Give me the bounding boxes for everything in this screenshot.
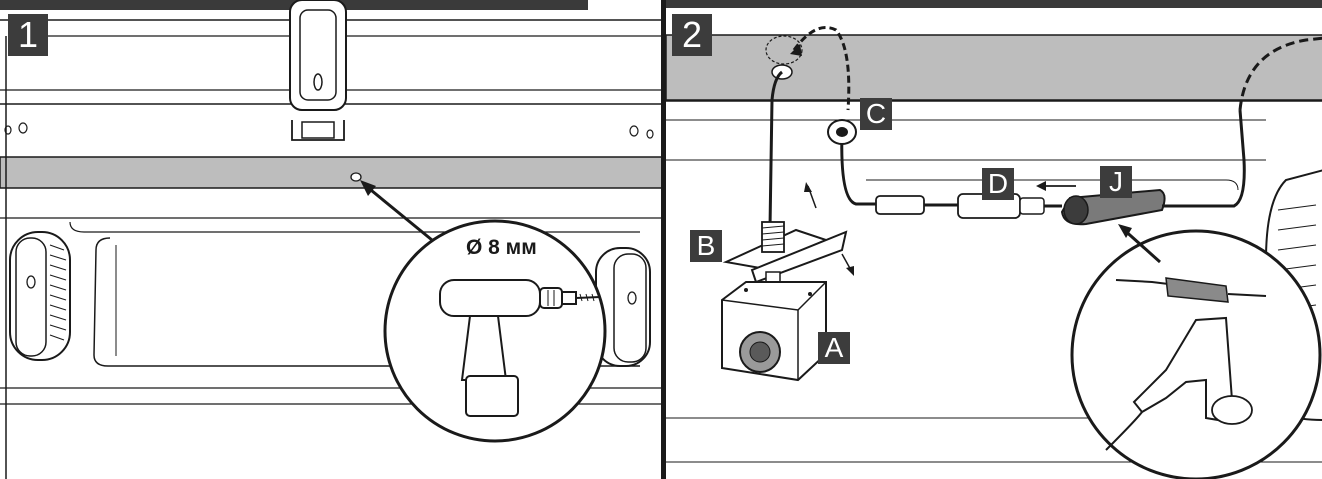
step-2-panel: 2 B A C D J	[664, 0, 1322, 479]
part-label-d: D	[982, 168, 1014, 200]
top-bar	[666, 0, 1322, 8]
part-label-a: A	[818, 332, 850, 364]
part-label-j: J	[1100, 166, 1132, 198]
step-number: 1	[8, 14, 48, 56]
drill-diameter-label: Ø 8 мм	[466, 236, 537, 259]
step-2-illustration	[666, 26, 1322, 479]
step-1-illustration	[0, 0, 661, 479]
part-label-b: B	[690, 230, 722, 262]
step-1-panel: 1 Ø 8 мм	[0, 0, 664, 479]
part-label-c: C	[860, 98, 892, 130]
step-number: 2	[672, 14, 712, 56]
